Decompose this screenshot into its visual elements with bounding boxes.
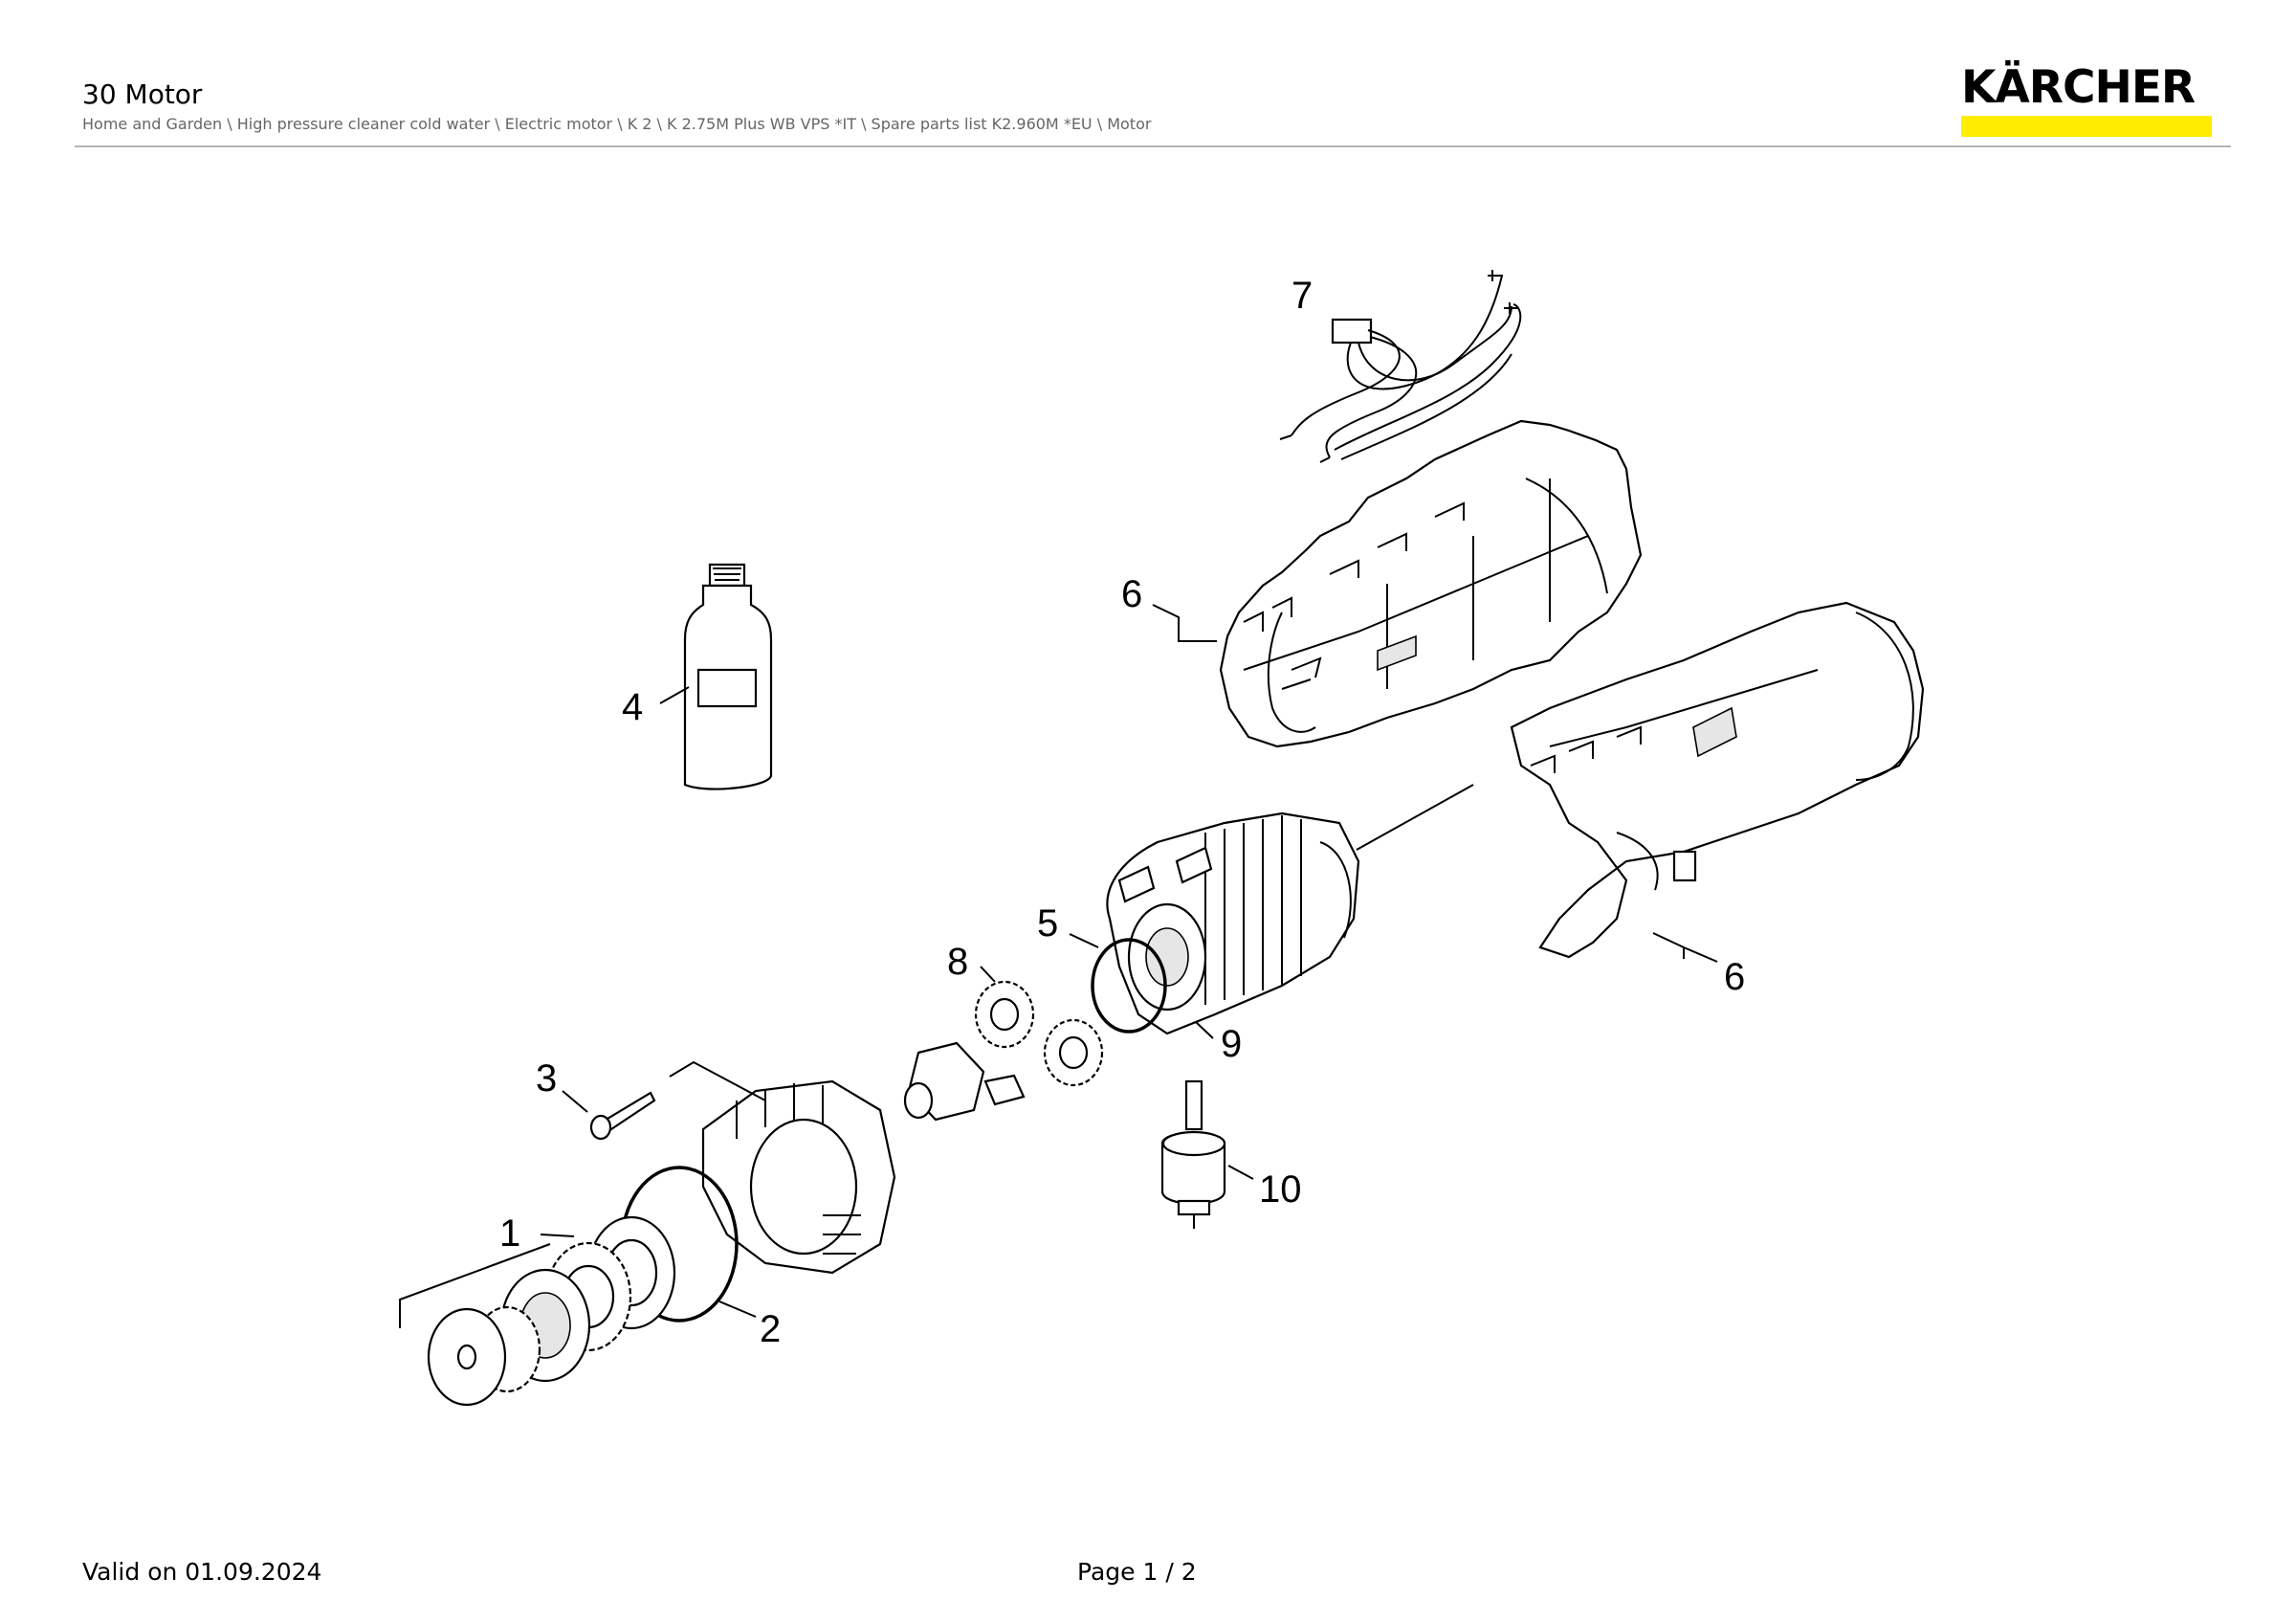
- part-4-oil-bottle: [683, 563, 773, 790]
- leader-8: [980, 966, 996, 983]
- header-divider: [75, 145, 2231, 147]
- leader-pump-axis: [669, 1060, 766, 1101]
- electric-motor-assembly: [1106, 812, 1360, 1035]
- logo-text: KÄRCHER: [1961, 61, 2196, 114]
- page-number: Page 1 / 2: [1077, 1558, 1197, 1586]
- callout-3: 3: [536, 1057, 557, 1100]
- leader-4: [659, 686, 690, 704]
- callout-8: 8: [947, 941, 968, 983]
- pump-housing: [701, 1079, 896, 1275]
- part-1-valve-set: [427, 1215, 676, 1407]
- drive-shaft-coupling: [903, 1041, 1026, 1122]
- part-5-o-ring: [1091, 938, 1167, 1034]
- part-3-screw: [589, 1091, 656, 1141]
- leader-10: [1227, 1165, 1254, 1180]
- page-title: 30 Motor: [82, 78, 203, 110]
- leader-6-lower: [1652, 932, 1718, 963]
- leader-2: [718, 1301, 757, 1318]
- karcher-logo: KÄRCHER: [1961, 65, 2214, 137]
- leader-5: [1069, 933, 1099, 948]
- leader-3: [562, 1090, 588, 1113]
- leader-motor-axis: [1356, 784, 1474, 851]
- callout-6-upper: 6: [1121, 573, 1142, 615]
- part-10-damper: [1160, 1079, 1226, 1229]
- callout-7: 7: [1292, 275, 1313, 317]
- callout-5: 5: [1037, 902, 1058, 945]
- part-6-upper-housing: [1219, 419, 1643, 748]
- leader-9: [1195, 1021, 1214, 1039]
- part-7-cable-harness: [1279, 270, 1522, 463]
- logo-yellow-bar: [1961, 116, 2212, 137]
- part-8-gears: [974, 980, 1104, 1087]
- leader-6-upper: [1152, 604, 1217, 642]
- part-6-lower-housing: [1510, 601, 1925, 959]
- callout-10: 10: [1259, 1168, 1302, 1211]
- callout-9: 9: [1221, 1023, 1242, 1065]
- callout-1: 1: [499, 1212, 520, 1255]
- validity-date: Valid on 01.09.2024: [82, 1558, 322, 1586]
- breadcrumb: Home and Garden \ High pressure cleaner …: [82, 115, 1152, 133]
- callout-2: 2: [760, 1308, 781, 1350]
- callout-6-lower: 6: [1724, 956, 1745, 998]
- leader-1: [399, 1234, 575, 1328]
- callout-4: 4: [622, 686, 643, 728]
